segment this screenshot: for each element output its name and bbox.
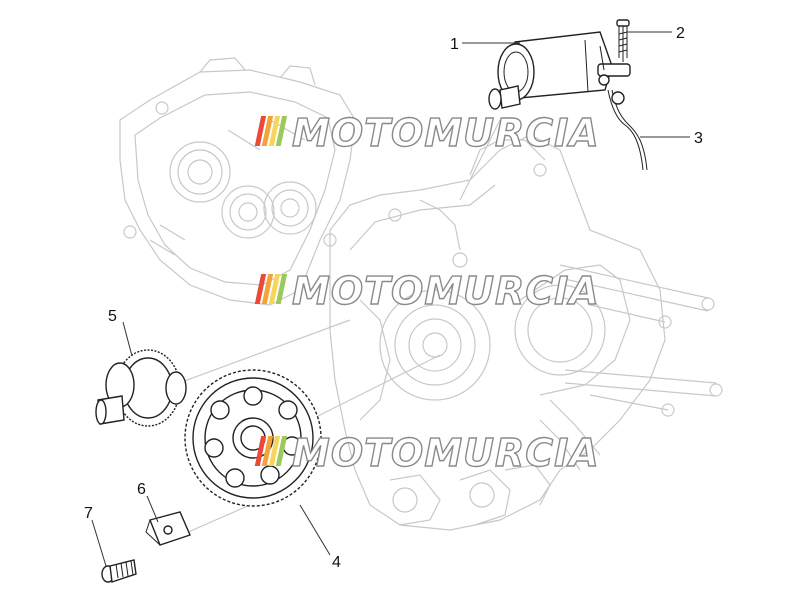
watermark-text-1: MOTOMURCIA bbox=[292, 111, 600, 155]
gearbox-cover-outline bbox=[119, 57, 356, 306]
watermark-text-3: MOTOMURCIA bbox=[292, 431, 600, 475]
leader-lines bbox=[91, 31, 690, 567]
callout-4: 4 bbox=[332, 554, 341, 571]
intermediate-gear-part-5 bbox=[95, 349, 187, 427]
watermark-text-2: MOTOMURCIA bbox=[292, 269, 600, 313]
screw-part-7 bbox=[101, 559, 137, 583]
callout-3: 3 bbox=[694, 130, 703, 147]
cable-part-3 bbox=[607, 89, 648, 171]
starter-motor bbox=[488, 31, 631, 110]
callout-6: 6 bbox=[137, 481, 146, 498]
callout-labels: 1 2 3 5 4 6 7 bbox=[84, 25, 703, 571]
watermark-logo: MOTOMURCIA bbox=[254, 430, 600, 476]
clip-part-6 bbox=[145, 511, 191, 546]
callout-5: 5 bbox=[108, 308, 117, 325]
watermark-logo: MOTOMURCIA bbox=[254, 268, 600, 314]
screw-part-2 bbox=[616, 19, 630, 62]
callout-7: 7 bbox=[84, 505, 93, 522]
callout-2: 2 bbox=[676, 25, 685, 42]
callout-1: 1 bbox=[450, 36, 459, 53]
starter-gear-part-4 bbox=[184, 369, 322, 507]
watermark-logo: MOTOMURCIA bbox=[254, 110, 600, 156]
